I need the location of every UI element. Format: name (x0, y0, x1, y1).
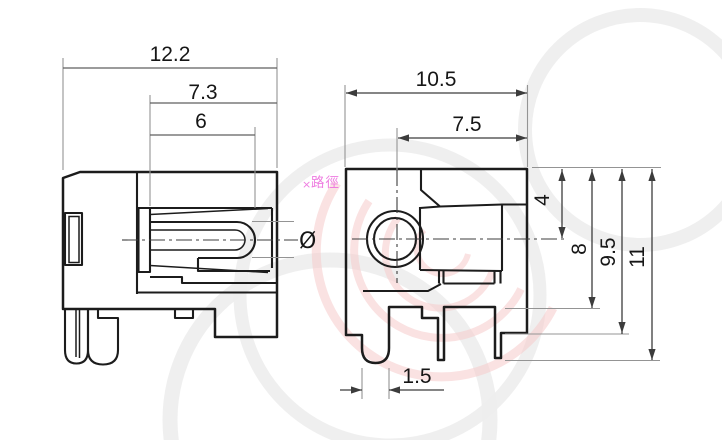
plate-flange-leg (493, 271, 502, 284)
side-view-dimensions: 12.2 7.3 6 Ø (62, 43, 316, 254)
side-plate-bottom (419, 268, 503, 273)
watermark-marker: × (302, 178, 311, 191)
arrowhead (351, 386, 362, 394)
watermark-gray-ring (162, 252, 498, 440)
lower-step-line (150, 275, 277, 285)
dim-top-to-foot-label: 9.5 (597, 237, 620, 266)
watermark-label: × 路徑 (302, 175, 340, 191)
watermark-swirl (162, 8, 722, 440)
cavity-taper-top (149, 207, 269, 216)
arrowhead (516, 134, 527, 142)
side-view-body (61, 170, 298, 366)
dim-overall-width-label: 10.5 (416, 68, 457, 91)
bottom-tab (173, 309, 195, 320)
front-view-dimensions: 10.5 7.5 4 8 9.5 11 (340, 68, 661, 399)
arrowhead (558, 227, 566, 238)
watermark-gray-ring (518, 8, 722, 252)
front-view-body (344, 167, 566, 365)
arrowhead (398, 134, 409, 142)
opening-step (419, 169, 441, 208)
side-latch-outer (63, 211, 84, 267)
watermark-pink-arc (350, 198, 525, 342)
dim-top-to-base-label: 8 (568, 243, 591, 255)
side-plate-top (419, 203, 527, 210)
watermark-text: 路徑 (311, 175, 340, 191)
plate-flange-leg (437, 271, 445, 284)
front-view: 10.5 7.5 4 8 9.5 11 (340, 68, 661, 399)
dim-pin-width-label: 1.5 (402, 365, 431, 388)
diameter-symbol: Ø (299, 229, 316, 254)
watermark-pink-arc (381, 215, 496, 312)
side-latch-inner (68, 215, 80, 264)
arrowhead (516, 89, 527, 97)
arrowhead (648, 349, 656, 360)
dim-overall-width-label: 12.2 (150, 43, 191, 66)
dim-barrel-depth-label: 6 (195, 110, 207, 133)
arrowhead (389, 386, 400, 394)
watermark-pink-arc (413, 227, 471, 278)
body-outline (344, 167, 529, 365)
watermark-gray-ring (233, 138, 547, 440)
dim-top-to-pin-tip-label: 11 (626, 246, 649, 268)
body-outline (61, 170, 279, 339)
base-inner-line (363, 283, 442, 293)
watermark-pink-arc (311, 180, 558, 382)
arrowhead (618, 322, 626, 333)
dim-top-to-center-label: 4 (531, 194, 554, 206)
arrowhead (588, 297, 596, 308)
arrowhead (648, 170, 656, 181)
side-view: 12.2 7.3 6 Ø (61, 43, 316, 366)
arrowhead (588, 170, 596, 181)
arrowhead (346, 89, 357, 97)
barrel-step (196, 258, 270, 273)
dim-cavity-depth-label: 7.3 (188, 81, 217, 104)
arrowhead (618, 170, 626, 181)
arrowhead (558, 170, 566, 181)
dim-center-to-right-label: 7.5 (452, 113, 481, 136)
jack-barrel-outer (150, 220, 257, 260)
mount-pin-back (86, 309, 120, 366)
